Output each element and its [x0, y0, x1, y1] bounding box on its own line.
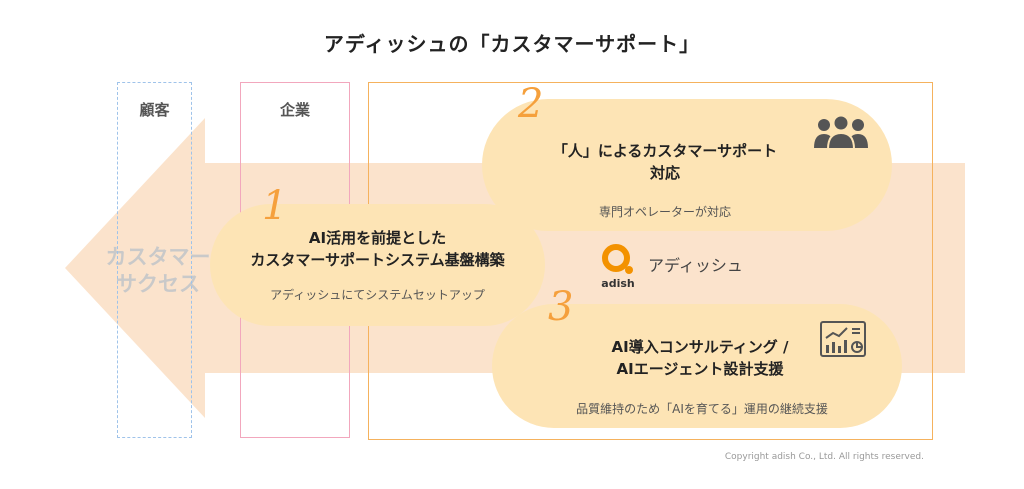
- copyright-text: Copyright adish Co., Ltd. All rights res…: [724, 452, 924, 462]
- arrow-text-line2: サクセス: [116, 272, 200, 297]
- adish-logo-icon: [602, 244, 633, 274]
- analytics-chart-icon: [820, 321, 866, 357]
- item-3-number: 3: [548, 284, 574, 330]
- arrow-text-line1: カスタマー: [105, 245, 211, 269]
- adish-logo-name: アディッシュ: [648, 256, 743, 275]
- page-title: アディッシュの「カスタマーサポート」: [323, 32, 701, 56]
- customer-column: 顧客: [117, 82, 192, 438]
- item-2-number: 2: [518, 81, 544, 127]
- item-2-title-line1: 「人」によるカスタマーサポート: [552, 142, 778, 160]
- company-label: 企業: [279, 101, 310, 119]
- item-1-subtitle: アディッシュにてシステムセットアップ: [270, 288, 485, 302]
- item-1-title-line1: AI活用を前提とした: [308, 229, 447, 247]
- item-1-title: AI活用を前提とした カスタマーサポートシステム基盤構築: [210, 228, 545, 272]
- item-2-subtitle: 専門オペレーターが対応: [598, 205, 731, 219]
- item-2-title: 「人」によるカスタマーサポート 対応: [515, 141, 815, 185]
- people-icon: [814, 114, 868, 150]
- customer-label: 顧客: [139, 101, 170, 119]
- item-3-pill: [492, 304, 902, 428]
- adish-logo-sub: adish: [601, 277, 635, 290]
- item-2-title-line2: 対応: [649, 163, 680, 182]
- item-3-title-line2: AIエージェント設計支援: [616, 359, 784, 378]
- item-1-title-line2: カスタマーサポートシステム基盤構築: [250, 250, 505, 269]
- customer-success-label: カスタマー サクセス: [88, 244, 228, 299]
- item-3-subtitle: 品質維持のため「AIを育てる」運用の継続支援: [576, 402, 828, 416]
- item-3-title: AI導入コンサルティング / AIエージェント設計支援: [530, 337, 870, 381]
- item-3-title-line1: AI導入コンサルティング /: [611, 338, 789, 356]
- item-1-pill: [210, 204, 545, 326]
- item-1-number: 1: [262, 183, 288, 229]
